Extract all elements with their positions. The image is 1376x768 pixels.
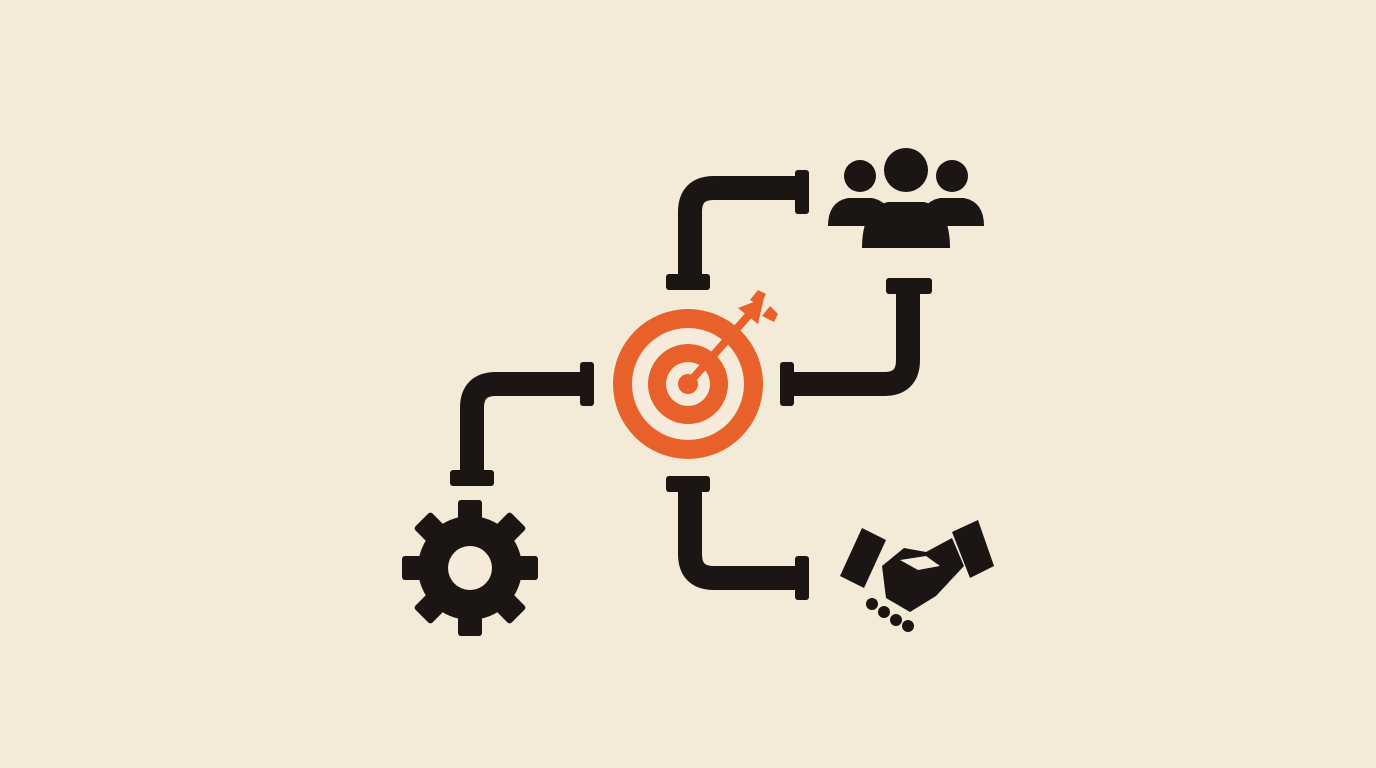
gear-tooth: [414, 512, 445, 543]
connector-pipe-to-people-top: [666, 170, 809, 290]
gear-tooth: [414, 593, 445, 624]
gear-tooth: [458, 500, 482, 522]
connector-pipe-to-handshake: [666, 476, 809, 600]
gear-tooth: [495, 512, 526, 543]
target-with-arrow-icon: [613, 290, 778, 459]
gear-tooth: [402, 556, 424, 580]
people-group-icon: [828, 148, 984, 248]
gear-tooth: [516, 556, 538, 580]
gear-tooth: [495, 593, 526, 624]
gear-icon: [402, 500, 538, 636]
gear-tooth: [458, 614, 482, 636]
gear-teeth: [402, 500, 538, 636]
connector-pipe-to-gear: [450, 362, 594, 486]
handshake-icon: [840, 520, 994, 632]
connector-pipe-to-people-right: [780, 278, 932, 406]
